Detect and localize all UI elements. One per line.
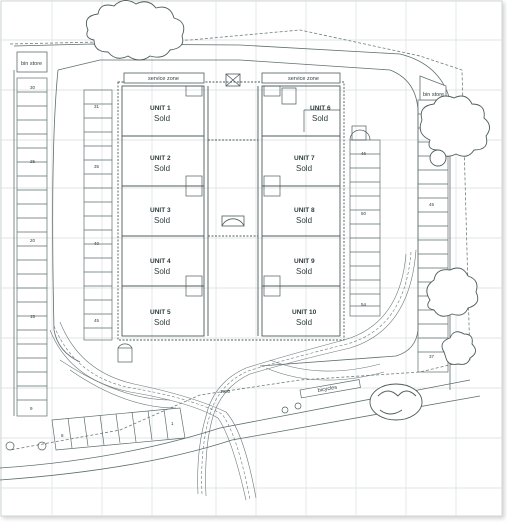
service-zone-left [123, 72, 205, 84]
unit-8-name: UNIT 8 [294, 207, 315, 214]
bay-number: 54 [361, 302, 367, 307]
unit-2-status: Sold [154, 164, 170, 173]
unit-9-status: Sold [296, 267, 312, 276]
tree-top [85, 0, 185, 61]
parking-left-outer [16, 77, 48, 417]
site-boundary [9, 29, 471, 451]
bay-number: 20 [30, 238, 36, 243]
unit-10-status: Sold [296, 318, 312, 327]
bay-number: 8 [61, 433, 64, 438]
service-zone-right [261, 72, 341, 84]
bay-number: 25 [30, 159, 36, 164]
unit-1-status: Sold [154, 114, 170, 123]
bin-store-right-label: bin store [423, 92, 444, 98]
bay-number: 31 [94, 104, 100, 109]
bin-store-left [16, 51, 48, 73]
bay-number: 40 [94, 241, 100, 246]
unit-8-status: Sold [296, 216, 312, 225]
bay-number: 9 [30, 406, 33, 411]
service-zone-left-label: service zone [148, 76, 179, 82]
unit-4-status: Sold [154, 267, 170, 276]
unit-2-name: UNIT 2 [150, 155, 171, 162]
tree-right-top [419, 95, 490, 167]
unit-5-status: Sold [154, 318, 170, 327]
access-road [0, 379, 481, 481]
bicycle-shelter [299, 379, 361, 399]
unit-labels: UNIT 1 Sold UNIT 2 Sold UNIT 3 Sold UNIT… [150, 105, 331, 327]
bay-number: 35 [94, 164, 100, 169]
central-core [221, 73, 245, 227]
access-width-label: 1000 [220, 389, 231, 394]
bin-store-left-label: bin store [21, 61, 42, 67]
unit-6-status: Sold [312, 114, 328, 123]
bay-number: 50 [361, 211, 367, 216]
bay-number: 30 [30, 85, 36, 90]
bay-number: 37 [429, 354, 435, 359]
door-details [117, 85, 371, 363]
woven-pathway [49, 249, 417, 501]
unit-3-status: Sold [154, 216, 170, 225]
bay-number: 45 [94, 318, 100, 323]
unit-7-status: Sold [296, 164, 312, 173]
unit-5-name: UNIT 5 [150, 309, 171, 316]
parking-left-inner [83, 89, 113, 341]
unit-6-name: UNIT 6 [310, 105, 331, 112]
unit-1-name: UNIT 1 [150, 105, 171, 112]
unit-10-name: UNIT 10 [292, 309, 317, 316]
bicycles-label: bicycles [317, 385, 338, 394]
tree-right-low [441, 331, 476, 365]
tree-right-mid [426, 267, 479, 317]
tree-bottom [369, 383, 423, 421]
unit-4-name: UNIT 4 [150, 258, 171, 265]
unit-9-name: UNIT 9 [294, 258, 315, 265]
bay-number: 45 [429, 202, 435, 207]
bollards [5, 402, 302, 451]
service-zone-right-label: service zone [288, 76, 319, 82]
unit-3-name: UNIT 3 [150, 207, 171, 214]
unit-7-name: UNIT 7 [294, 155, 315, 162]
bay-number: 46 [361, 151, 367, 156]
bay-number: 15 [30, 314, 36, 319]
bay-number: 1 [171, 421, 174, 426]
